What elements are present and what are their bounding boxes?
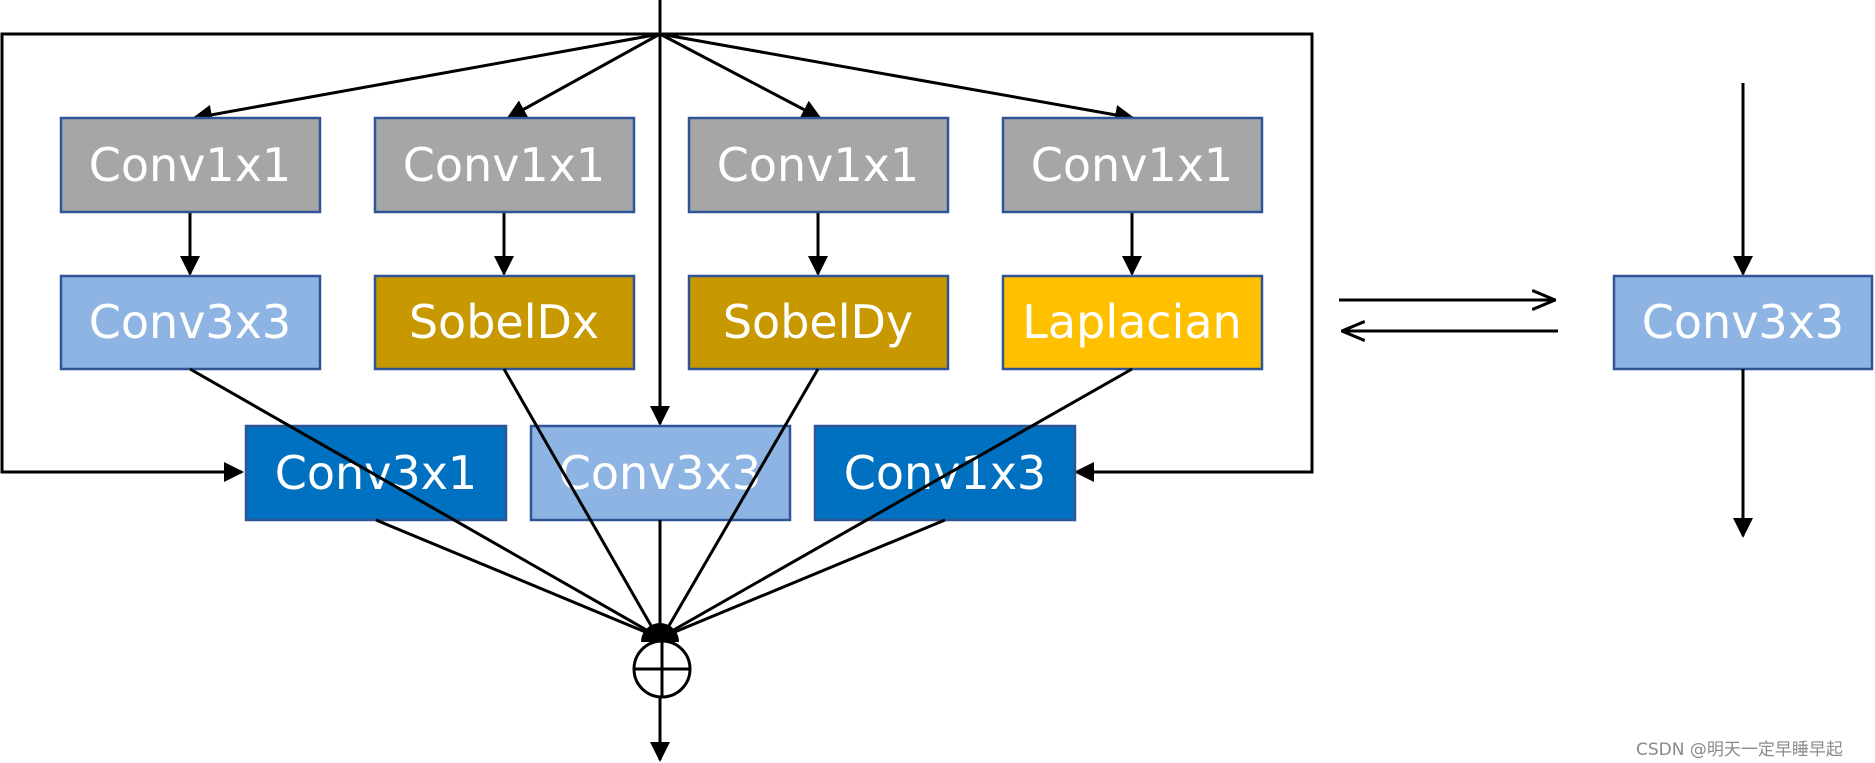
branch-1: Conv1x1 Conv3x3 bbox=[59, 116, 322, 371]
watermark: CSDN @明天一定早睡早起 bbox=[1636, 740, 1843, 760]
branch-2: Conv1x1 SobelDx bbox=[373, 116, 636, 371]
conv3x3-center-box bbox=[529, 424, 792, 522]
fan-arrow-4 bbox=[659, 32, 1135, 125]
conv1x1-label-1: Conv1x1 bbox=[89, 138, 291, 192]
op-label-4: Laplacian bbox=[1022, 295, 1241, 349]
fan-arrow-2 bbox=[506, 32, 661, 120]
op-label-1: Conv3x3 bbox=[89, 295, 291, 349]
conv3x1-box bbox=[244, 424, 508, 522]
skip-frame bbox=[0, 32, 1314, 482]
conv1x3-label: Conv1x3 bbox=[844, 446, 1046, 500]
conv1x1-box-2 bbox=[373, 116, 636, 214]
equivalent-conv: Conv3x3 bbox=[1612, 83, 1874, 538]
branch-3: Conv1x1 SobelDy bbox=[687, 116, 950, 371]
equivalence-arrows bbox=[1339, 300, 1558, 331]
conv1x1-box-4 bbox=[1001, 116, 1264, 214]
op-label-2: SobelDx bbox=[409, 295, 599, 349]
equivalent-conv3x3-box bbox=[1612, 274, 1874, 371]
op-box-3 bbox=[687, 274, 950, 371]
conv1x1-label-3: Conv1x1 bbox=[717, 138, 919, 192]
op-label-3: SobelDy bbox=[723, 295, 913, 349]
fan-arrow-1 bbox=[192, 32, 661, 125]
left-skip-arrow bbox=[0, 32, 660, 482]
fan-arrow-3 bbox=[659, 32, 822, 120]
right-skip-arrow bbox=[660, 32, 1314, 482]
op-box-2 bbox=[373, 274, 636, 371]
conv1x1-label-2: Conv1x1 bbox=[403, 138, 605, 192]
conv1x1-label-4: Conv1x1 bbox=[1031, 138, 1233, 192]
merge-line-4 bbox=[662, 367, 1133, 638]
merge-lines bbox=[189, 367, 1133, 638]
merge-line-7 bbox=[664, 518, 946, 638]
op-box-4 bbox=[1001, 274, 1264, 371]
conv1x1-box-3 bbox=[687, 116, 950, 214]
equivalent-conv3x3-label: Conv3x3 bbox=[1642, 295, 1844, 349]
merge-line-2 bbox=[502, 368, 659, 637]
merge-line-3 bbox=[661, 368, 820, 637]
merge-line-5 bbox=[375, 518, 656, 638]
add-node-cap bbox=[641, 623, 679, 642]
conv1x1-box-1 bbox=[59, 116, 322, 214]
merge-line-1 bbox=[189, 367, 658, 638]
conv3x1-label: Conv3x1 bbox=[275, 446, 477, 500]
add-node bbox=[632, 623, 692, 699]
conv3x3-center-label: Conv3x3 bbox=[559, 446, 761, 500]
branch-4: Conv1x1 Laplacian bbox=[1001, 116, 1264, 371]
